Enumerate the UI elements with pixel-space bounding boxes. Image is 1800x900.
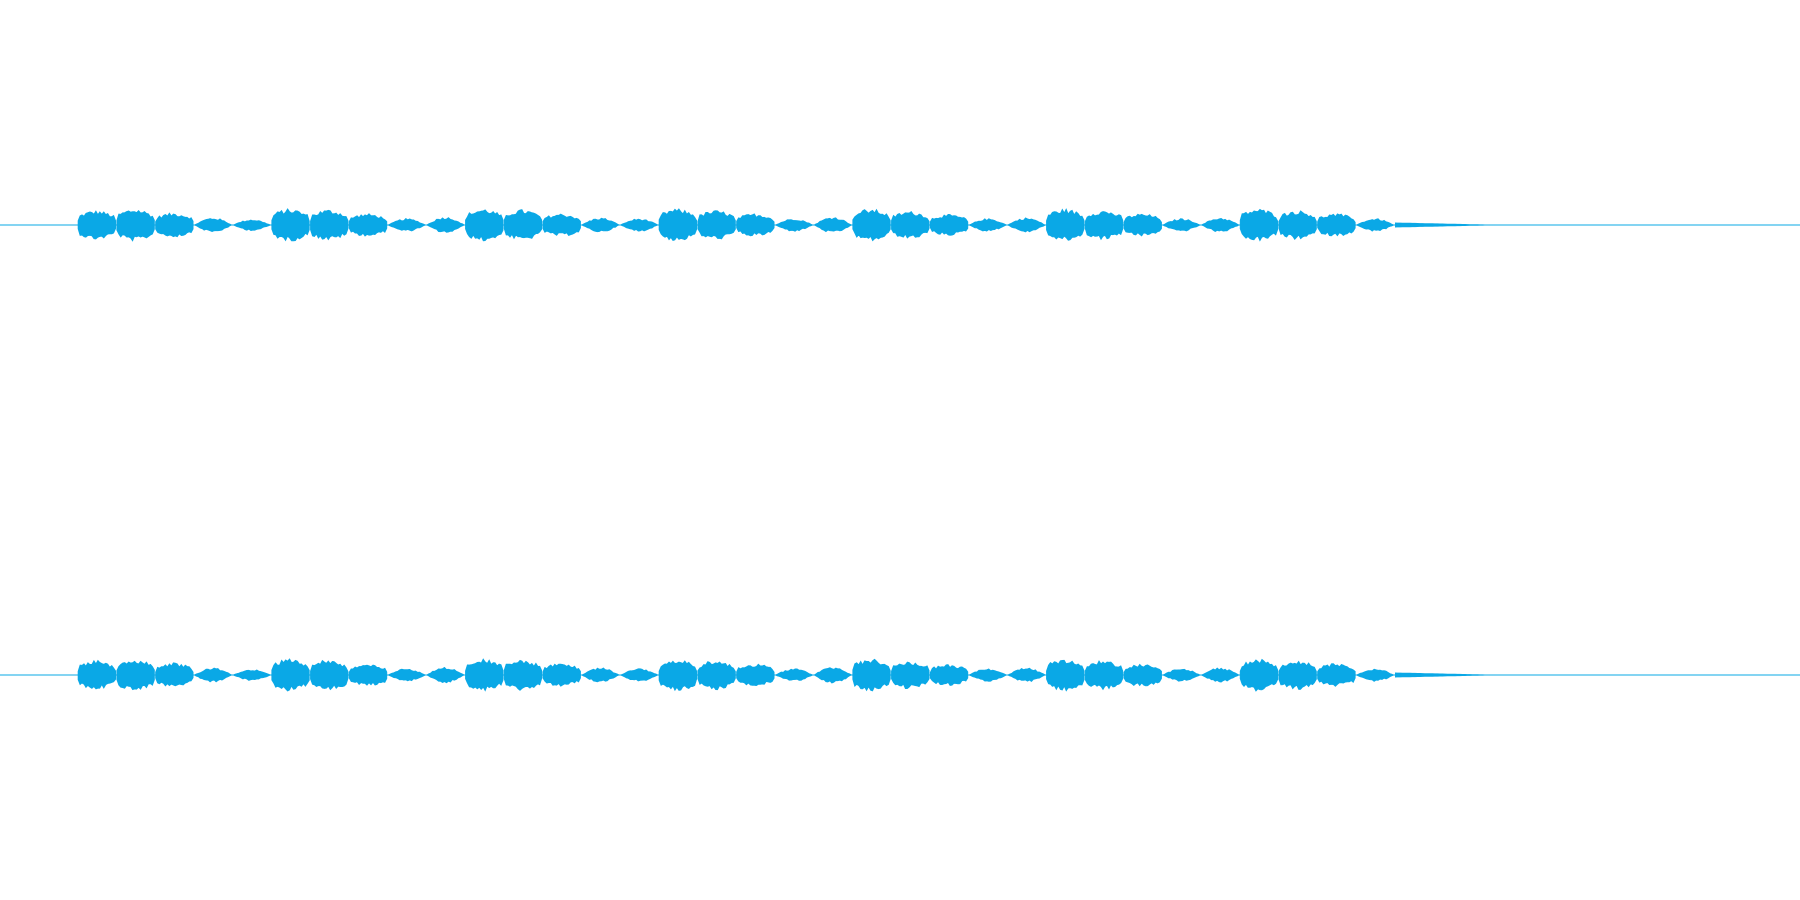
waveform-segment <box>1161 218 1202 232</box>
waveform-segment <box>1317 213 1356 237</box>
waveform-segment <box>1239 208 1279 242</box>
waveform-segment <box>387 668 427 682</box>
waveform-segment <box>736 213 775 237</box>
waveform-segment <box>155 662 194 687</box>
waveform-segment <box>1278 660 1317 690</box>
waveform-segment <box>1355 218 1395 232</box>
waveform-segment <box>968 668 1008 682</box>
waveform-segment <box>271 208 310 242</box>
waveform-segment <box>77 210 116 240</box>
waveform-segment <box>348 213 388 237</box>
waveform-segment <box>619 668 659 682</box>
waveform-segment <box>619 218 659 232</box>
waveform-segment <box>116 210 155 242</box>
waveform-segment <box>580 667 621 683</box>
waveform-segment <box>1317 663 1356 687</box>
waveform-segment <box>891 210 930 239</box>
waveform-segment <box>232 669 272 681</box>
waveform-segment <box>231 219 272 232</box>
waveform-segment <box>929 664 969 686</box>
waveform-segment <box>1200 217 1240 232</box>
waveform-segment <box>1084 211 1124 241</box>
waveform-segment <box>1046 659 1085 692</box>
waveform-tail <box>1395 672 1495 678</box>
waveform-segment <box>736 663 775 687</box>
waveform-channel-2 <box>0 658 1800 692</box>
waveform-segment <box>1355 668 1395 682</box>
waveform-segment <box>542 213 581 236</box>
waveform-segment <box>348 664 388 686</box>
waveform-segment <box>1123 213 1162 237</box>
waveform-segment <box>580 217 620 233</box>
waveform-segment <box>77 659 116 690</box>
waveform-segment <box>425 217 466 233</box>
waveform-segment <box>1200 667 1240 683</box>
waveform-segment <box>813 667 853 684</box>
waveform-segment <box>1046 208 1085 241</box>
waveform-segment <box>310 209 349 241</box>
waveform-segment <box>658 208 698 241</box>
waveform-segment <box>116 660 155 691</box>
waveform-segment <box>193 667 233 683</box>
waveform-segment <box>774 219 814 232</box>
waveform-segment <box>271 658 310 692</box>
waveform-segment <box>1123 663 1162 687</box>
waveform-segment <box>1161 668 1201 682</box>
waveform-segment <box>425 666 466 684</box>
waveform-segment <box>1006 217 1047 233</box>
waveform-segment <box>465 658 504 692</box>
waveform-segment <box>1084 660 1124 691</box>
waveform-segment <box>929 213 969 236</box>
waveform-segment <box>465 209 504 242</box>
waveform-segment <box>891 661 930 690</box>
waveform-segment <box>697 661 736 691</box>
waveform-segment <box>813 217 853 233</box>
waveform-segment <box>542 663 581 687</box>
waveform-segment <box>193 218 233 233</box>
waveform-segment <box>1278 210 1317 240</box>
waveform-segment <box>658 660 698 692</box>
waveform-segment <box>697 210 736 240</box>
waveform-segment <box>503 659 543 691</box>
waveform-tail <box>1395 222 1495 228</box>
waveform-segment <box>968 218 1008 232</box>
waveform-segment <box>503 209 543 240</box>
waveform-channel-1 <box>0 208 1800 242</box>
waveform-segment <box>1006 667 1047 682</box>
waveform-segment <box>852 658 891 692</box>
waveform-segment <box>852 208 891 242</box>
waveform-segment <box>1239 658 1279 692</box>
waveform-segment <box>155 212 194 238</box>
waveform-segment <box>387 218 427 232</box>
waveform-segment <box>774 668 814 681</box>
waveform-segment <box>310 659 349 691</box>
